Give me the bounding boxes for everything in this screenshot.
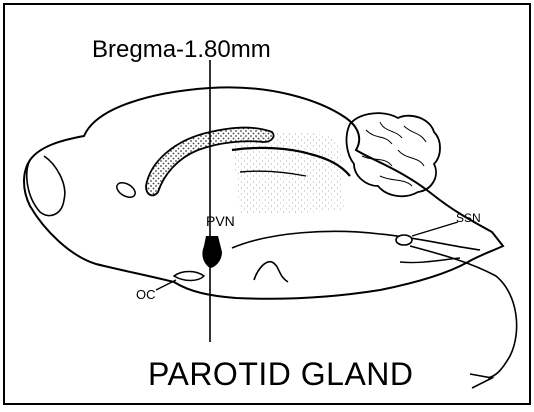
brainstem-contour — [232, 231, 480, 250]
pons-notch — [254, 262, 288, 282]
nerve-path — [410, 246, 517, 378]
ssn-leader — [412, 222, 458, 236]
oc-label: OC — [136, 288, 156, 301]
anterior-commissure — [114, 180, 137, 200]
pvn-nucleus — [202, 236, 222, 268]
olfactory-bulb — [27, 156, 65, 216]
arrowhead-icon — [470, 374, 492, 388]
optic-chiasm — [174, 272, 204, 281]
cerebellum-folia — [362, 122, 426, 186]
oc-leader — [156, 280, 176, 290]
ssn-nucleus — [396, 235, 412, 245]
pvn-label: PVN — [206, 214, 235, 228]
brainstem-ventral-line — [400, 258, 460, 263]
ssn-label: SSN — [456, 212, 481, 224]
cerebellum — [347, 113, 440, 196]
parotid-gland-label: PAROTID GLAND — [148, 358, 414, 390]
bregma-label: Bregma-1.80mm — [92, 38, 271, 62]
